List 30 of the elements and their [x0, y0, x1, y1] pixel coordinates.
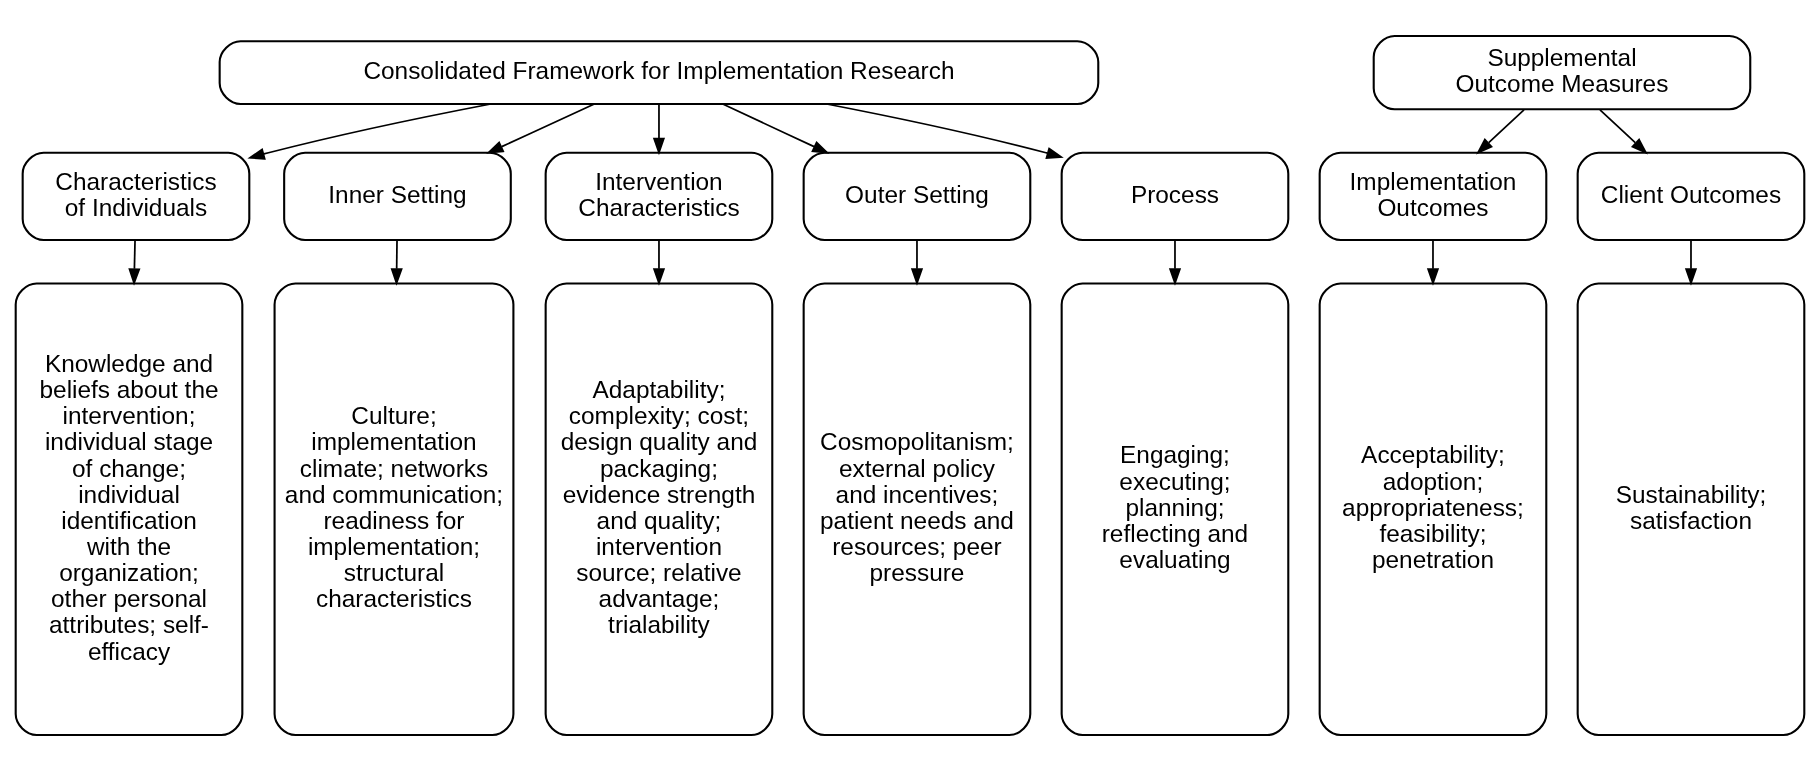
- node-box: Process: [1060, 151, 1290, 241]
- arrow: [1599, 108, 1648, 155]
- node-box: Intervention Characteristics: [544, 151, 774, 241]
- arrow: [652, 103, 666, 156]
- node-box: Client Outcomes: [1576, 151, 1806, 241]
- node-box: Cosmopolitanism; external policy and incentives; patient needs and resources; peer pressure: [802, 282, 1032, 737]
- arrow: [486, 103, 596, 154]
- node-box: Culture; implementation climate; networks and communication; readiness for implementation; structural characteristics: [273, 282, 515, 737]
- arrow: [1476, 108, 1525, 155]
- arrow: [1684, 239, 1698, 286]
- node-box: Engaging; executing; planning; reflecting and evaluating: [1060, 282, 1290, 737]
- arrow: [1426, 239, 1440, 286]
- arrow: [128, 239, 141, 286]
- arrow: [390, 239, 403, 286]
- arrow: [825, 103, 1064, 159]
- node-box: Sustainability; satisfaction: [1576, 282, 1806, 737]
- node-box: Adaptability; complexity; cost; design quality and packaging; evidence strength and quality; intervention source; relative advantage; trialability: [544, 282, 774, 737]
- node-box: Consolidated Framework for Implementation Research: [218, 40, 1100, 105]
- node-box: Characteristics of Individuals: [21, 151, 251, 241]
- node-box: Outer Setting: [802, 151, 1032, 241]
- node-box: Knowledge and beliefs about the intervention; individual stage of change; individual identification with the organization; other personal attributes; self-efficacy: [14, 282, 244, 737]
- node-box: Supplemental Outcome Measures: [1372, 34, 1752, 111]
- arrow: [1168, 239, 1182, 286]
- node-box: Inner Setting: [283, 151, 512, 241]
- node-box: Implementation Outcomes: [1318, 151, 1548, 241]
- arrow: [910, 239, 924, 286]
- node-box: Acceptability; adoption; appropriateness; feasibility; penetration: [1318, 282, 1548, 737]
- arrow: [652, 239, 666, 286]
- arrow: [721, 103, 830, 154]
- arrow: [247, 103, 492, 160]
